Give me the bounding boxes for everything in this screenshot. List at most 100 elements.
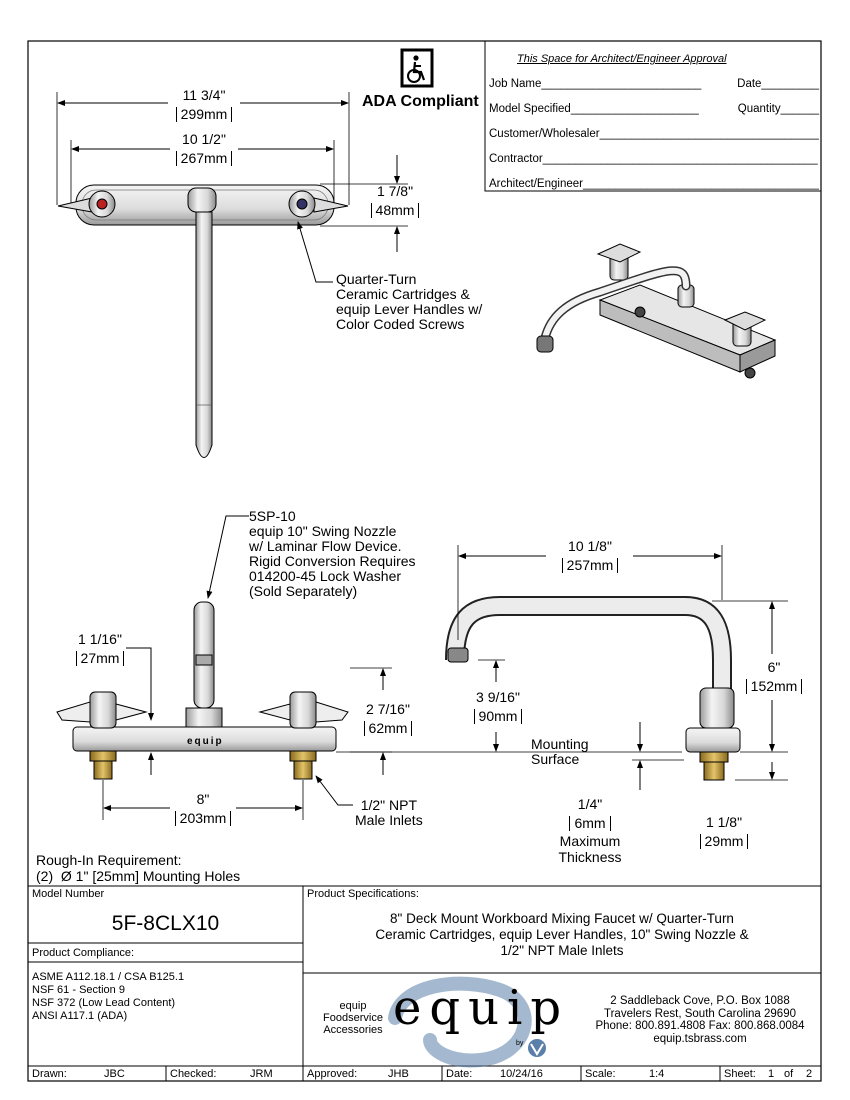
- dim-body-depth: 1 7/8" 48mm: [360, 182, 430, 220]
- compliance-item: NSF 61 - Section 9: [32, 984, 125, 996]
- checked-label: Checked:: [170, 1068, 217, 1080]
- company-address: 2 Saddleback Cove, P.O. Box 1088 Travele…: [580, 995, 820, 1045]
- model-number: 5F-8CLX10: [111, 912, 220, 935]
- side-view: [445, 545, 788, 790]
- address-line: 2 Saddleback Cove, P.O. Box 1088: [610, 995, 790, 1007]
- job-name-field: Job Name_________________________: [489, 78, 702, 90]
- date-field: Date_________: [737, 78, 819, 90]
- approved-value: JHB: [388, 1068, 409, 1080]
- inlets-callout: 1/2" NPT Male Inlets: [355, 797, 423, 828]
- by-label: by: [516, 1040, 524, 1047]
- quantity-field: Quantity______: [737, 103, 819, 115]
- dim-mm: 267mm: [175, 151, 233, 166]
- dim-in: 1 1/8": [705, 814, 743, 830]
- dim-in: 1 7/8": [376, 183, 414, 199]
- compliance-label: Product Compliance:: [32, 947, 135, 959]
- dim-in: 8": [196, 791, 210, 807]
- scale-value: 1:4: [649, 1068, 665, 1080]
- brand-tagline: equip Foodservice Accessories: [303, 1000, 403, 1036]
- sheet-total: 2: [806, 1068, 813, 1080]
- drawn-value: JBC: [104, 1068, 125, 1080]
- dim-in: 11 3/4": [182, 87, 226, 103]
- date-label: Date:: [446, 1068, 473, 1080]
- dim-body-height: 2 7/16" 62mm: [348, 700, 428, 738]
- architect-field: Architect/Engineer______________________…: [489, 178, 819, 190]
- dim-mm: 48mm: [370, 203, 420, 218]
- dim-mm: 152mm: [745, 679, 803, 694]
- checked-value: JRM: [250, 1068, 273, 1080]
- dim-mm: 6mm: [569, 816, 611, 831]
- scale-label: Scale:: [585, 1068, 616, 1080]
- footer-row: Drawn: JBC Checked: JRM Approved: JHB Da…: [28, 1067, 821, 1081]
- dim-handle-centers: 10 1/2" 267mm: [164, 130, 244, 168]
- dim-in: 10 1/2": [182, 131, 226, 147]
- tag-line: Foodservice: [323, 1012, 383, 1024]
- specs-label: Product Specifications:: [307, 888, 419, 900]
- equip-logo: equip: [393, 980, 570, 1036]
- approval-row: Customer/Wholesaler_____________________…: [489, 128, 819, 153]
- compliance-item: NSF 372 (Low Lead Content): [32, 997, 176, 1009]
- body-logo: equip: [187, 736, 224, 747]
- dim-in: 10 1/8": [568, 538, 612, 554]
- dim-in: 3 9/16": [476, 689, 520, 705]
- model-specified-field: Model Specified____________________: [489, 103, 699, 115]
- approval-rows: Job Name_________________________ Date___…: [489, 78, 819, 203]
- isometric-view: [536, 243, 777, 379]
- dim-max-thickness: 1/4" 6mm Maximum Thickness: [550, 795, 630, 865]
- address-line: Travelers Rest, South Carolina 29690: [604, 1007, 796, 1020]
- wheelchair-icon: [400, 48, 434, 88]
- address-line: Phone: 800.891.4808 Fax: 800.868.0084: [595, 1020, 805, 1032]
- dim-overall-width: 11 3/4" 299mm: [164, 86, 244, 124]
- rough-in-title: Rough-In Requirement:: [36, 852, 182, 868]
- customer-field: Customer/Wholesaler_____________________…: [489, 128, 819, 140]
- dim-mm: 90mm: [473, 709, 523, 724]
- contractor-field: Contractor______________________________…: [489, 153, 818, 165]
- title-block-lines: [28, 885, 821, 1081]
- rough-in-text: (2) Ø 1" [25mm] Mounting Holes: [36, 868, 241, 884]
- spec-line: 1/2" NPT Male Inlets: [500, 943, 624, 958]
- front-view: [56, 515, 682, 820]
- dim-spout-height: 3 9/16" 90mm: [458, 688, 538, 726]
- dim-in: 1 1/16": [78, 631, 122, 647]
- dim-reach: 10 1/8" 257mm: [545, 537, 635, 575]
- date-value: 10/24/16: [500, 1068, 543, 1080]
- compliance-item: ASME A112.18.1 / CSA B125.1: [32, 971, 185, 983]
- dim-mm: 27mm: [75, 651, 125, 666]
- brand-swoosh: [388, 976, 532, 1068]
- dim-handle-height: 1 1/16" 27mm: [60, 630, 140, 668]
- address-line: equip.tsbrass.com: [653, 1032, 747, 1045]
- spec-line: Ceramic Cartridges, equip Lever Handles,…: [375, 927, 749, 942]
- approval-box: [484, 40, 822, 192]
- model-number-label: Model Number: [32, 888, 105, 900]
- approval-row: Contractor______________________________…: [489, 153, 819, 178]
- dim-mm: 203mm: [174, 811, 232, 826]
- ada-label: ADA Compliant: [362, 93, 479, 110]
- approval-row: Model Specified____________________ Quant…: [489, 103, 819, 128]
- compliance-list: ASME A112.18.1 / CSA B125.1 NSF 61 - Sec…: [32, 971, 184, 1023]
- dim-shank: 1 1/8" 29mm: [684, 813, 764, 851]
- tag-line: equip: [339, 1000, 367, 1012]
- approval-row: Architect/Engineer______________________…: [489, 178, 819, 203]
- dim-inlet-centers: 8" 203mm: [163, 790, 243, 828]
- dim-mm: 257mm: [561, 558, 619, 573]
- specs-text: 8" Deck Mount Workboard Mixing Faucet w/…: [303, 911, 821, 959]
- spec-line: 8" Deck Mount Workboard Mixing Faucet w/…: [390, 911, 734, 926]
- cartridge-callout: Quarter-Turn Ceramic Cartridges & equip …: [336, 271, 483, 332]
- sheet-value: 1: [768, 1068, 775, 1080]
- approval-row: Job Name_________________________ Date___…: [489, 78, 819, 103]
- dim-in: 1/4": [577, 796, 603, 812]
- dim-in: 2 7/16": [366, 701, 410, 717]
- dim-in: 6": [767, 659, 781, 675]
- sheet-border: [27, 40, 822, 1082]
- dim-overall-height: 6" 152mm: [736, 658, 812, 696]
- approved-label: Approved:: [307, 1068, 358, 1080]
- dim-note: Maximum Thickness: [558, 833, 622, 865]
- tag-line: Accessories: [323, 1024, 383, 1036]
- approval-title: This Space for Architect/Engineer Approv…: [517, 53, 727, 65]
- compliance-item: ANSI A117.1 (ADA): [32, 1010, 128, 1022]
- sheet-label: Sheet:: [724, 1068, 756, 1080]
- nozzle-callout: 5SP-10 equip 10" Swing Nozzle w/ Laminar…: [249, 508, 416, 599]
- dim-mm: 62mm: [363, 721, 413, 736]
- tsbrass-mark: [528, 1039, 546, 1057]
- dim-mm: 29mm: [699, 834, 749, 849]
